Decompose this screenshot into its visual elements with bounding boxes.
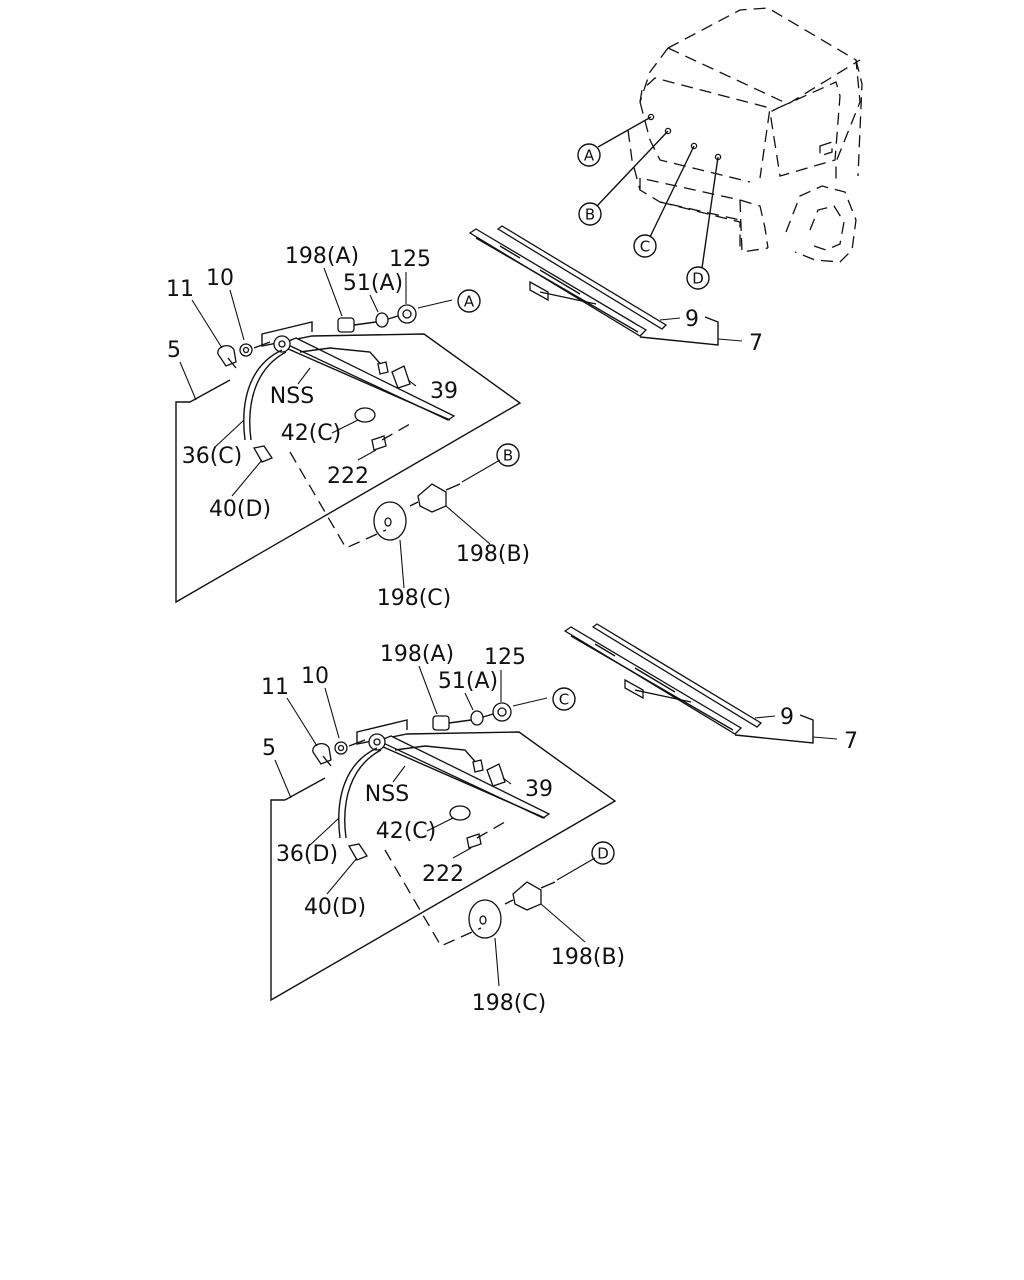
lower-label-5: 5 [262, 736, 276, 761]
part-51a [375, 312, 389, 328]
lower-label-nss: NSS [365, 782, 409, 807]
lower-label-198b: 198(B) [551, 945, 625, 970]
ref-marker-a [577, 143, 601, 167]
part-42c [354, 407, 376, 423]
upper-label-7: 7 [749, 331, 763, 356]
lower-ref-marker-d-text: D [597, 845, 609, 863]
truck-cab-illustration [596, 7, 863, 269]
upper-label-nss: NSS [270, 384, 314, 409]
ref-marker-c-text: C [640, 238, 650, 256]
upper-label-9: 9 [685, 307, 699, 332]
lower-label-125: 125 [484, 645, 526, 670]
part-11 [217, 344, 237, 367]
upper-ref-marker-b-text: B [503, 447, 513, 465]
lower-label-39: 39 [525, 777, 553, 802]
upper-label-40d: 40(D) [209, 497, 271, 522]
ref-marker-d-text: D [692, 270, 704, 288]
part-198a [337, 317, 355, 333]
ref-marker-a-text: A [584, 147, 595, 165]
wiper-blade-lower [563, 623, 763, 735]
part-39 [391, 365, 411, 389]
lower-ref-marker-c-text: C [559, 691, 569, 709]
wiper-blade [468, 225, 668, 337]
upper-label-125: 125 [389, 247, 431, 272]
lower-label-10: 10 [301, 664, 329, 689]
lower-label-7: 7 [844, 729, 858, 754]
ref-marker-c [633, 234, 657, 258]
upper-ref-marker-a-text: A [464, 293, 475, 311]
ref-marker-b-text: B [585, 206, 595, 224]
lower-label-36: 36(D) [276, 842, 338, 867]
upper-label-198a: 198(A) [285, 244, 359, 269]
lower-wiper-assembly [270, 623, 838, 1002]
lower-label-40d: 40(D) [304, 895, 366, 920]
lower-label-9: 9 [780, 705, 794, 730]
upper-label-198c: 198(C) [377, 586, 452, 611]
upper-label-39: 39 [430, 379, 458, 404]
lower-label-51a: 51(A) [438, 669, 498, 694]
part-198b [417, 483, 447, 513]
upper-label-222: 222 [327, 464, 369, 489]
upper-label-36: 36(C) [182, 444, 243, 469]
lower-label-198a: 198(A) [380, 642, 454, 667]
upper-label-11: 11 [166, 277, 194, 302]
upper-wiper-assembly [175, 225, 743, 604]
lower-label-42c: 42(C) [376, 819, 437, 844]
upper-label-42c: 42(C) [281, 421, 342, 446]
ref-marker-d [686, 266, 710, 290]
upper-label-51a: 51(A) [343, 271, 403, 296]
lower-label-198c: 198(C) [472, 991, 547, 1016]
lower-label-11: 11 [261, 675, 289, 700]
upper-ref-marker-b [496, 443, 520, 467]
upper-label-10: 10 [206, 266, 234, 291]
part-222 [371, 435, 387, 451]
upper-label-198b: 198(B) [456, 542, 530, 567]
ref-marker-b [578, 202, 602, 226]
upper-label-5: 5 [167, 338, 181, 363]
upper-ref-marker-a [457, 289, 481, 313]
lower-label-222: 222 [422, 862, 464, 887]
